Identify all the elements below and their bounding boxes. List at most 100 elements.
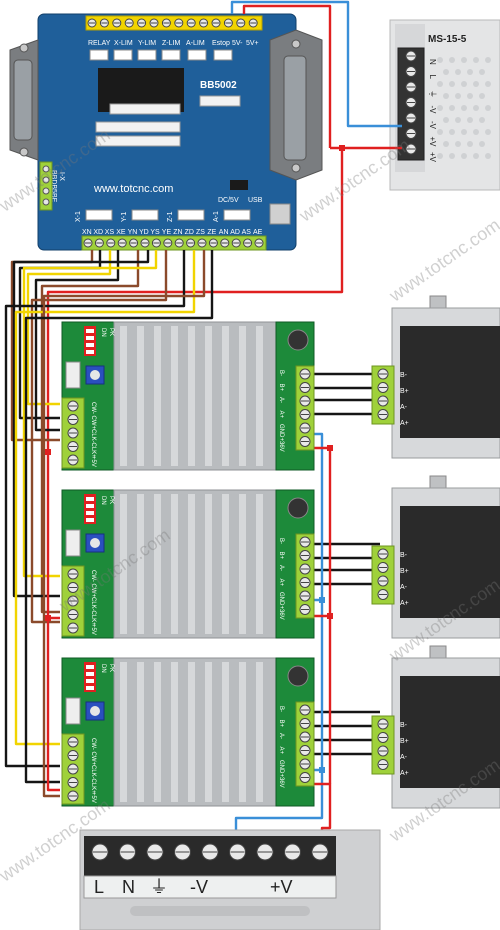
driver-right-pin-label: GND	[278, 760, 284, 774]
driver-left-pin-label: +5V	[90, 624, 96, 635]
driver-left-pin-label: CLK-	[90, 429, 96, 443]
driver-right-pin-label: B-	[278, 370, 284, 376]
wiring	[4, 0, 402, 836]
driver-left-pin-label: CLK+	[90, 779, 96, 795]
axis-group-label: X-1	[75, 211, 82, 222]
axis-pin-label: AE	[253, 229, 263, 236]
driver-right-pin-label: A-	[278, 397, 284, 403]
driver-left-pin-label: CLK-	[90, 765, 96, 779]
axis-pin-label: ZD	[185, 229, 194, 236]
axis-pin-label: YD	[139, 229, 149, 236]
axis-pin-label: ZS	[196, 229, 205, 236]
psu-small-model: MS-15-5	[428, 34, 467, 45]
capacitor	[287, 497, 309, 519]
board-top-label: A-LIM	[186, 40, 205, 47]
driver-right-pin-label: GND	[278, 424, 284, 438]
psu-small-terminal-label: +V	[428, 137, 437, 148]
driver-left-pin-label: CW-	[90, 738, 96, 750]
dip-label: DN	[100, 664, 106, 673]
psu-small-terminal-label: +V	[428, 152, 437, 163]
board-top-label: Z-LIM	[162, 40, 180, 47]
axis-pin-label: ZN	[173, 229, 182, 236]
axis-pin-label: ZE	[207, 229, 216, 236]
motor-pin-label: A+	[400, 420, 409, 427]
psu-large-terminal-label: -V	[190, 877, 208, 897]
dip-switch	[84, 662, 96, 692]
axis-pin-label: XE	[116, 229, 126, 236]
board-top-label: 5V+	[246, 40, 259, 47]
psu-large-terminal-label: ⏚	[150, 877, 168, 897]
axis-pin-label: AS	[242, 229, 252, 236]
axis-pin-label: YN	[128, 229, 138, 236]
driver-left-pin-label: CW+	[90, 752, 96, 766]
driver-left-pin-label: CLK-	[90, 597, 96, 611]
driver-right-pin-label: B+	[278, 384, 284, 392]
driver-right-pin-label: B-	[278, 538, 284, 544]
driver-left-pin-label: CW+	[90, 584, 96, 598]
board-website: www.totcnc.com	[93, 183, 173, 195]
driver-right-pin-label: B+	[278, 720, 284, 728]
driver-left-pin-label: +5V	[90, 456, 96, 467]
db25-connector-right	[269, 29, 323, 181]
driver-left-pin-label: CW+	[90, 416, 96, 430]
psu-large-terminal-label: +V	[270, 877, 293, 897]
motor-pin-label: B-	[400, 372, 408, 379]
driver-right-pin-label: +36V	[278, 438, 284, 452]
dip-switch	[84, 326, 96, 356]
psu-large-terminal-label: L	[94, 877, 104, 897]
driver-right-pin-label: A+	[278, 579, 284, 587]
board-side-sublabel: BBDB5BE	[50, 170, 57, 203]
psu-small-terminal-label: L	[428, 75, 437, 80]
motor-connector	[371, 545, 395, 605]
axis-pin-label: YE	[162, 229, 172, 236]
motor-pin-label: B+	[400, 388, 409, 395]
motor-pin-label: B+	[400, 738, 409, 745]
axis-pin-label: AN	[219, 229, 229, 236]
capacitor	[287, 329, 309, 351]
motor-pin-label: A+	[400, 600, 409, 607]
psu-small-terminal-label: -V	[428, 121, 437, 130]
motor-pin-label: A-	[400, 584, 408, 591]
axis-pin-label: YS	[150, 229, 160, 236]
motor-pin-label: A-	[400, 754, 408, 761]
label-dc5v: DC/5V	[218, 197, 239, 204]
stepper-motor: B- B+ A- A+	[371, 645, 500, 809]
axis-pin-label: XD	[93, 229, 103, 236]
driver-left-pin-label: +5V	[90, 792, 96, 803]
dip-label: PK	[108, 328, 114, 336]
dip-label: DN	[100, 328, 106, 337]
db25-connector-left	[9, 39, 39, 161]
driver-right-pin-label: A-	[278, 733, 284, 739]
driver-right-pin-label: +36V	[278, 606, 284, 620]
driver-left-pin-label: CLK+	[90, 443, 96, 459]
motor-pin-label: A+	[400, 770, 409, 777]
driver-left-pin-label: CW-	[90, 402, 96, 414]
psu-small-terminal-label: -V	[428, 106, 437, 115]
driver-right-pin-label: A+	[278, 411, 284, 419]
board-top-label: X-LIM	[114, 40, 133, 47]
axis-group-label: Y-1	[121, 212, 128, 222]
axis-pin-label: XS	[105, 229, 115, 236]
dip-label: PK	[108, 664, 114, 672]
board-model: BB5002	[200, 80, 237, 91]
board-side-label: I-X	[58, 172, 65, 181]
driver-left-pin-label: CW-	[90, 570, 96, 582]
psu-small: MS-15-5 NL⏚-V-V+V+V	[389, 19, 500, 191]
board-top-label: Y-LIM	[138, 40, 156, 47]
dip-label: PK	[108, 496, 114, 504]
board-top-label: 5V-	[232, 40, 243, 47]
motor-pin-label: B-	[400, 722, 408, 729]
stepper-motor: B-B+A-A+	[371, 295, 500, 459]
label-usb: USB	[248, 197, 263, 204]
axis-pin-label: AD	[230, 229, 240, 236]
driver-right-pin-label: +36V	[278, 774, 284, 788]
capacitor	[287, 665, 309, 687]
psu-small-terminal-label: ⏚	[428, 90, 437, 98]
psu-large-terminal-label: N	[122, 877, 135, 897]
axis-group-label: A-1	[213, 211, 220, 222]
axis-pin-label: XN	[82, 229, 92, 236]
